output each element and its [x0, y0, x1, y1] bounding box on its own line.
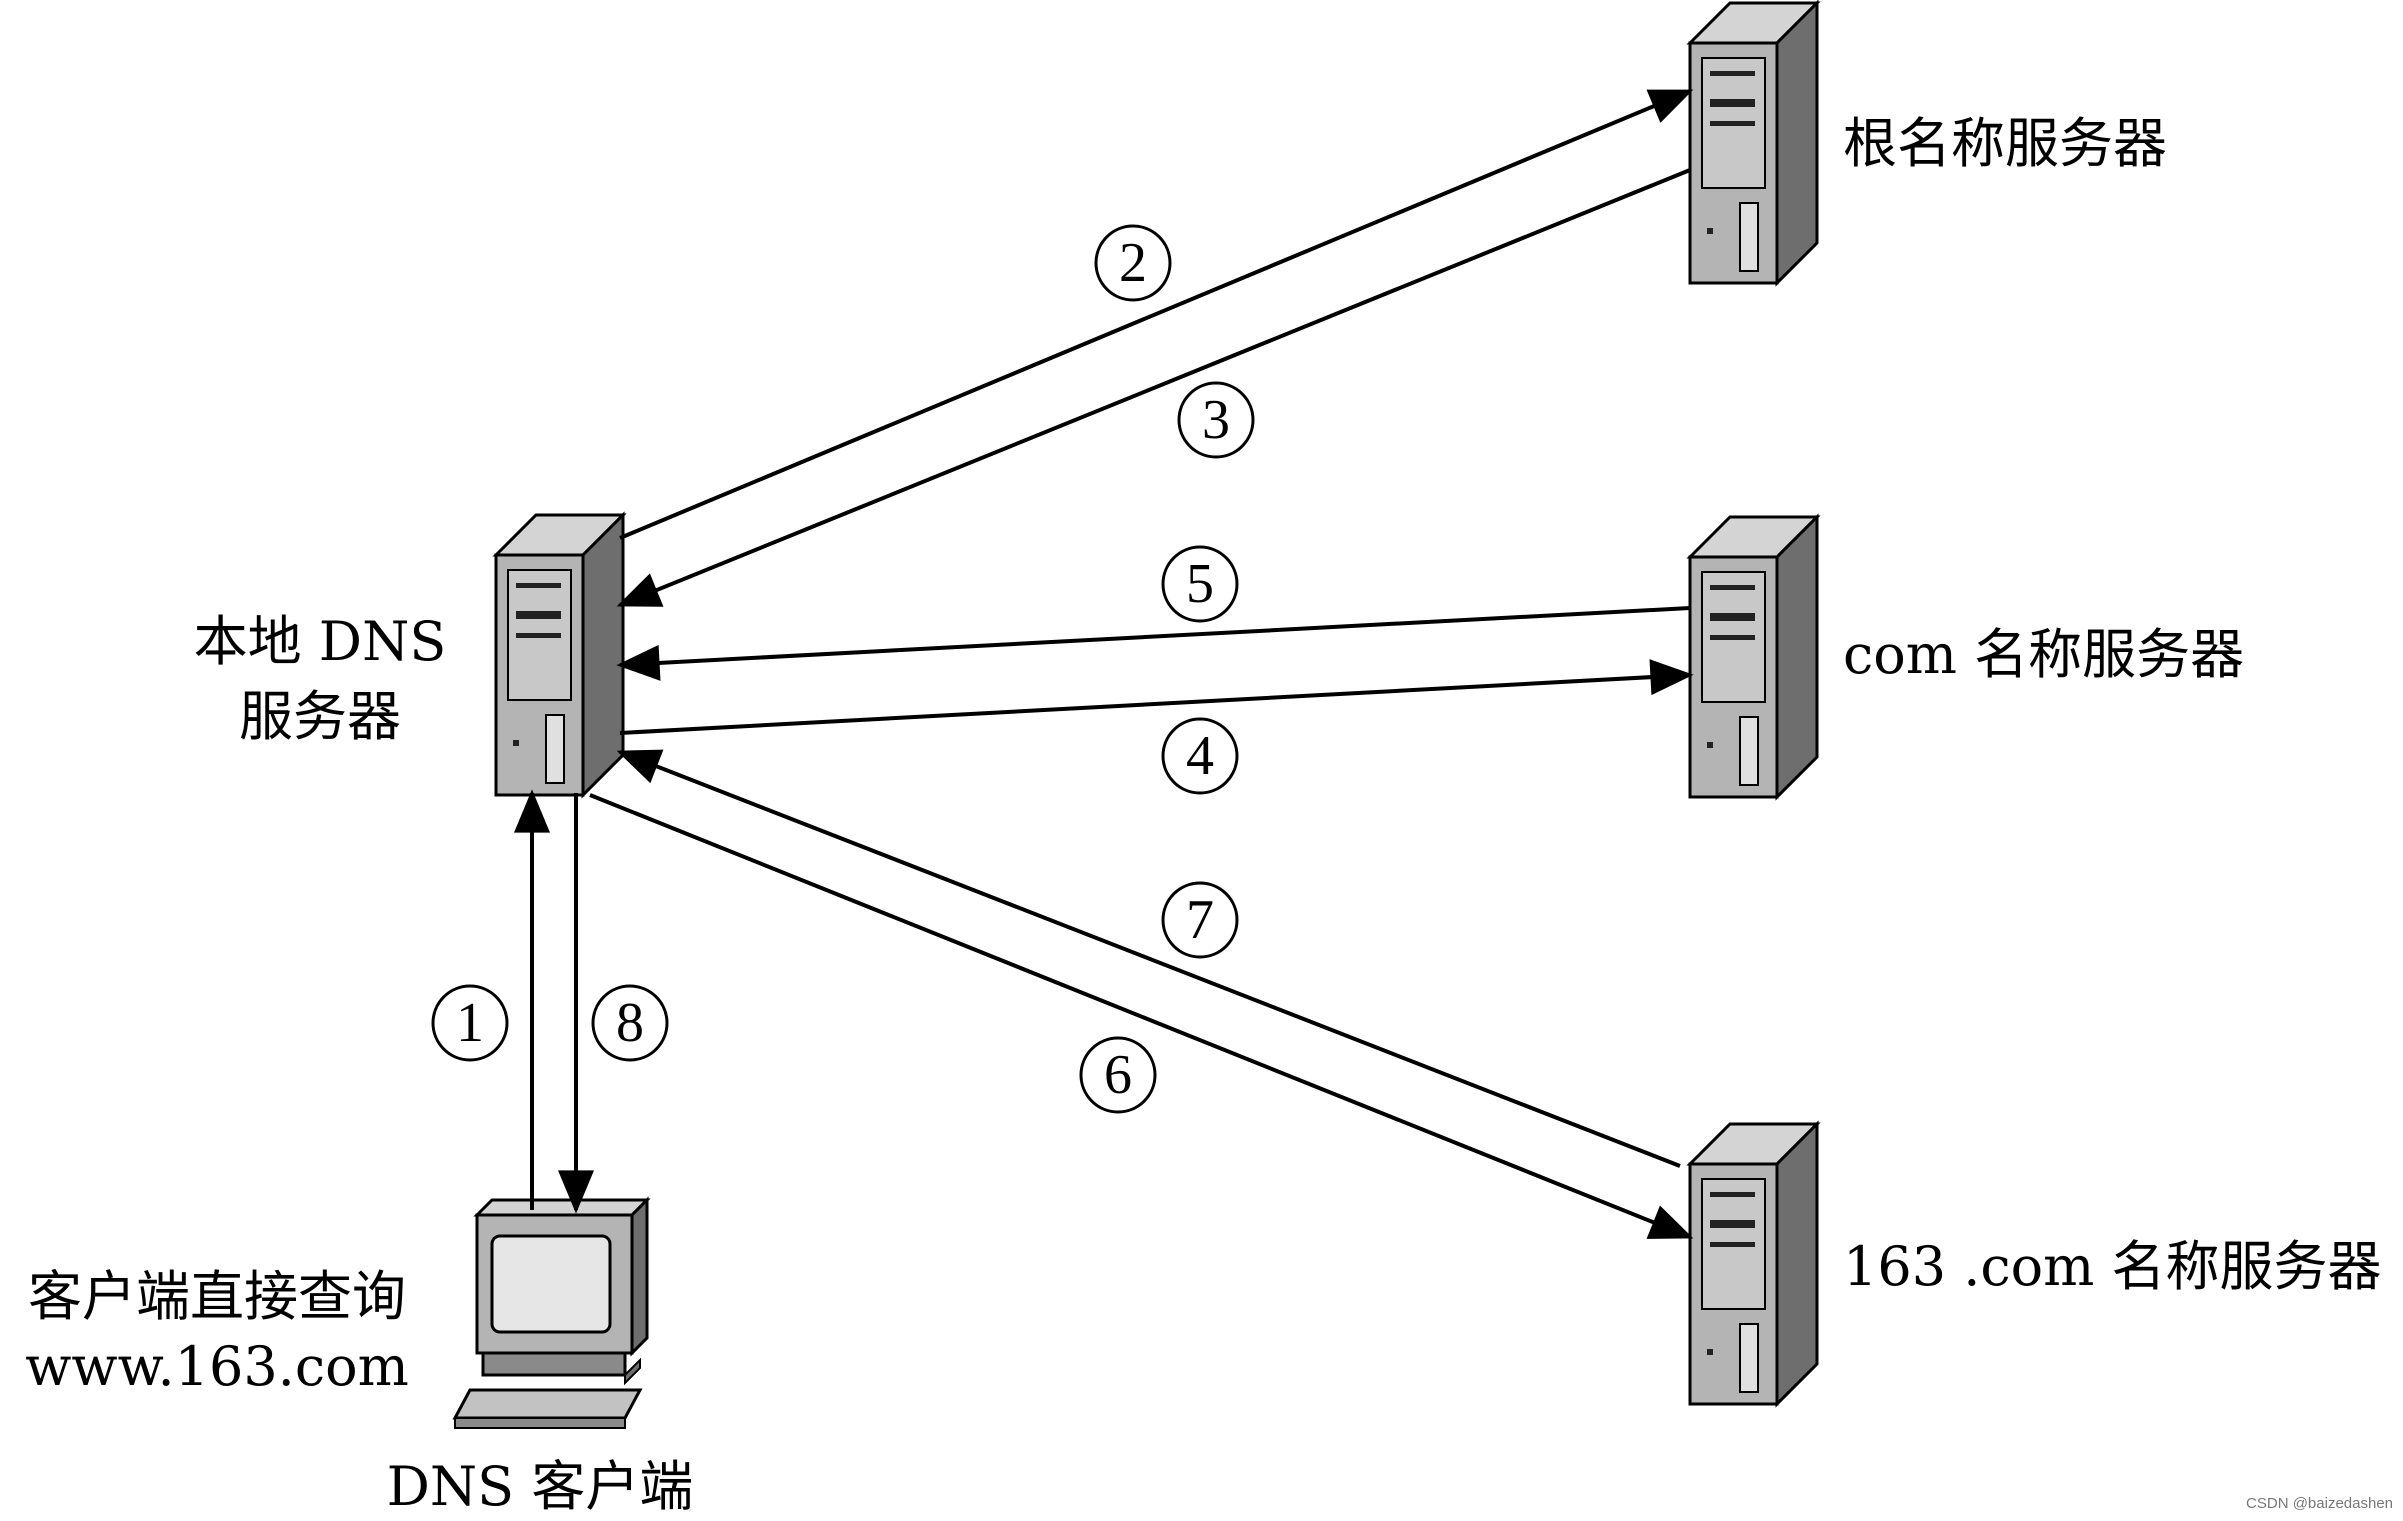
flow-6-local-to-163	[589, 793, 1694, 1239]
local-dns-label-line2: 服务器	[239, 685, 401, 748]
step-marker-5: 5	[1161, 545, 1239, 623]
client-query-line1: 客户端直接查询	[28, 1265, 406, 1328]
svg-text:8: 8	[616, 992, 644, 1054]
step-marker-3: 3	[1177, 381, 1255, 459]
n163-server-label: 163 .com 名称服务器	[1843, 1235, 2382, 1298]
step-marker-7: 7	[1161, 881, 1239, 959]
step-marker-2: 2	[1094, 224, 1172, 302]
flow-7-163-to-local	[616, 749, 1681, 1168]
flow-4-local-to-com	[619, 659, 1694, 735]
com-server-icon	[1688, 515, 1819, 799]
step-marker-1: 1	[431, 984, 509, 1062]
step-marker-8: 8	[591, 984, 669, 1062]
flow-5-com-to-local	[616, 606, 1691, 681]
root-server-icon	[1688, 1, 1819, 285]
client-query-line2: www.163.com	[25, 1335, 409, 1398]
svg-text:2: 2	[1119, 232, 1147, 294]
watermark: CSDN @baizedashen	[2246, 1495, 2393, 1512]
svg-text:4: 4	[1186, 725, 1214, 787]
local-dns-label-line1: 本地 DNS	[194, 610, 447, 673]
com-server-label: com 名称服务器	[1843, 623, 2244, 686]
flow-3-root-to-local	[616, 168, 1691, 607]
flow-2-local-to-root	[619, 89, 1694, 540]
step-marker-6: 6	[1079, 1036, 1157, 1114]
client-computer-icon	[452, 1196, 651, 1429]
root-server-label: 根名称服务器	[1843, 112, 2167, 175]
local-dns-server-icon	[494, 513, 625, 797]
n163-server-icon	[1688, 1122, 1819, 1406]
client-label: DNS 客户端	[387, 1455, 694, 1518]
svg-text:1: 1	[456, 992, 484, 1054]
svg-text:7: 7	[1186, 889, 1214, 951]
svg-text:5: 5	[1186, 553, 1214, 615]
step-marker-4: 4	[1161, 717, 1239, 795]
svg-text:6: 6	[1104, 1044, 1132, 1106]
svg-text:3: 3	[1202, 389, 1230, 451]
